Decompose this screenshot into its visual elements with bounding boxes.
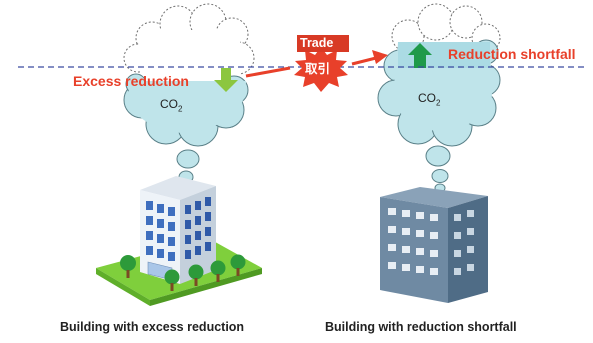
up-arrow-icon	[408, 43, 432, 68]
trade-label: Trade	[300, 36, 334, 50]
right-co2-subscript: 2	[436, 98, 441, 108]
left-cloud-icon	[123, 3, 255, 193]
starburst-icon	[294, 47, 348, 92]
right-building-icon	[380, 187, 488, 303]
right-building-caption: Building with reduction shortfall	[325, 320, 517, 334]
reduction-shortfall-label: Reduction shortfall	[448, 46, 576, 62]
right-co2-text: CO	[418, 91, 436, 105]
trade-label-box	[297, 35, 349, 52]
left-building-caption: Building with excess reduction	[60, 320, 245, 334]
down-arrow-icon	[214, 68, 238, 92]
left-co2-label: CO2	[160, 97, 182, 113]
left-co2-subscript: 2	[178, 104, 183, 114]
left-building-icon	[96, 176, 262, 306]
right-co2-label: CO2	[418, 91, 440, 107]
tree-icon	[120, 254, 246, 291]
left-co2-text: CO	[160, 97, 178, 111]
trade-arrow	[245, 50, 388, 78]
excess-reduction-label: Excess reduction	[73, 73, 189, 89]
trade-jp-label: 取引	[305, 62, 331, 76]
